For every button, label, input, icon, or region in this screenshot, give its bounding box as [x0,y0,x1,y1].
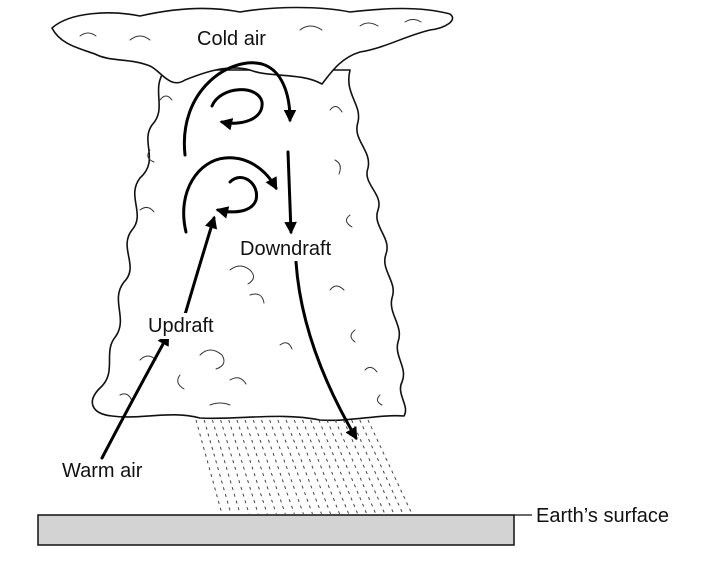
rain-streak [261,419,295,515]
rain-streak [326,419,368,515]
updraft-arrow [182,215,218,320]
rain-streak [310,419,350,515]
rain-streak [351,419,395,515]
cold-air-label-bg [192,24,278,52]
updraft-label: Updraft [148,315,214,337]
rain-streak [302,419,341,515]
rain-streak [244,419,277,515]
rain-streak [269,419,304,515]
rain-streak [359,419,404,515]
warm-air-updraft-arrow [100,332,170,460]
earths-surface-label: Earth’s surface [536,505,669,527]
upper-eddy-arrow [210,88,264,131]
rain-streak [220,419,250,515]
rain-streak [203,419,232,515]
rain-streak [285,419,322,515]
rain-streak [342,419,386,515]
updraft-label-bg [144,313,226,339]
rain-streaks [195,419,413,515]
upper-circulation-arrow [182,61,297,157]
downdraft-label: Downdraft [240,238,332,260]
rain-streak [195,419,223,515]
cold-air-label: Cold air [197,28,266,50]
rain-streak [318,419,359,515]
cloud-texture [79,19,422,406]
rain-streak [211,419,241,515]
rain-streak [252,419,286,515]
rain-streak [367,419,413,515]
rain-streak [293,419,332,515]
rain-streak [228,419,259,515]
rain-streak [334,419,377,515]
earth-surface-ground [37,514,515,546]
rain-streak [236,419,268,515]
lower-eddy-arrow [215,176,259,219]
lower-circulation-arrow [182,156,278,234]
warm-air-label: Warm air [62,460,143,482]
downdraft-upper-arrow [284,150,297,235]
downdraft-label-bg [236,235,346,261]
rain-streak [277,419,313,515]
downdraft-lower-arrow [294,260,358,441]
